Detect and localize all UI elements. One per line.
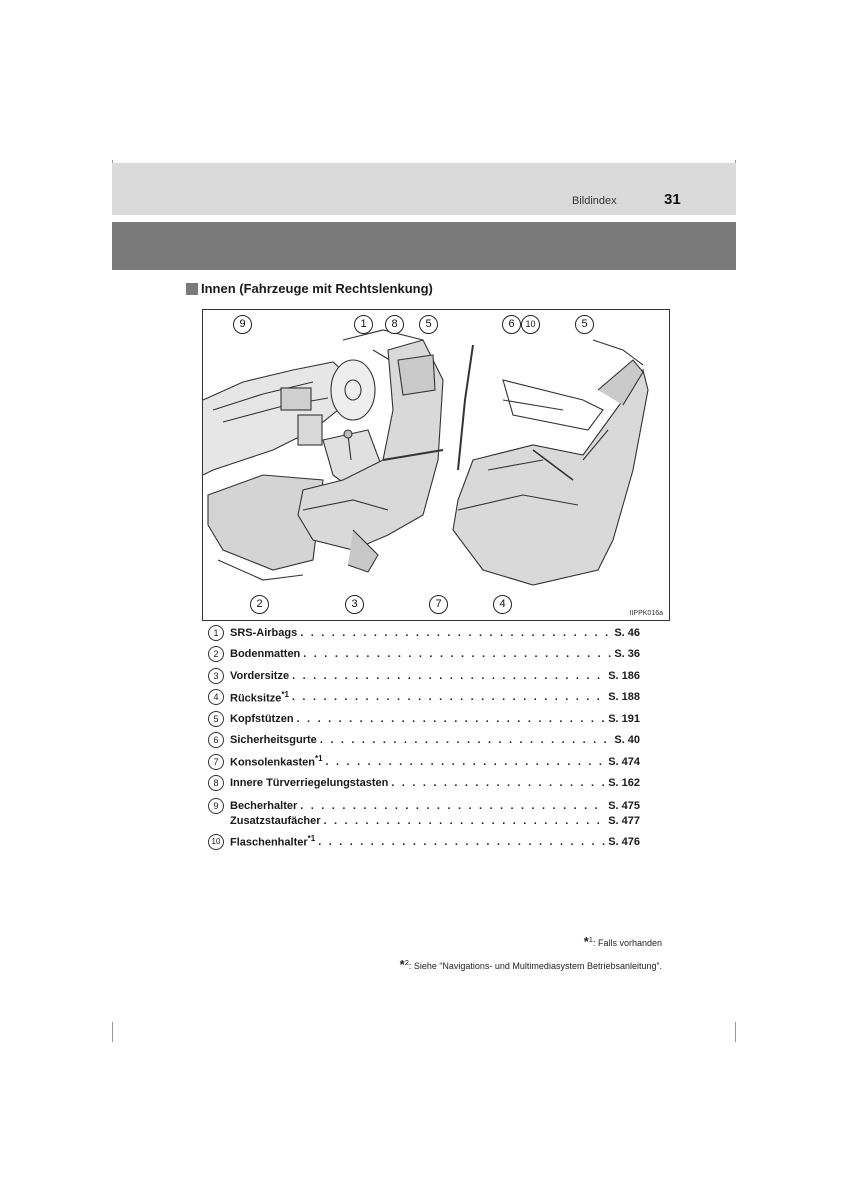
callout-6: 6 xyxy=(502,315,521,334)
leader-dots: . . . . . . . . . . . . . . . . . . . . … xyxy=(300,799,605,812)
car-interior-drawing xyxy=(203,329,649,586)
item-footnote-ref: *1 xyxy=(281,689,289,699)
figure-code: IIPPK016a xyxy=(629,610,663,617)
item-number: 10 xyxy=(208,833,224,850)
item-number: 8 xyxy=(208,775,224,792)
item-page[interactable]: S. 476 xyxy=(608,835,640,848)
item-number: 4 xyxy=(208,689,224,706)
footnote-2: *2: Siehe “Navigations- und Multimediasy… xyxy=(400,957,662,980)
callout-1: 1 xyxy=(354,315,373,334)
list-item: 4 Rücksitze*1 . . . . . . . . . . . . . … xyxy=(208,687,640,709)
footnote-1: *1: Falls vorhanden xyxy=(400,934,662,957)
leader-dots: . . . . . . . . . . . . . . . . . . . . … xyxy=(325,755,606,768)
leader-dots: . . . . . . . . . . . . . . . . . . . . … xyxy=(296,712,606,725)
item-page[interactable]: S. 474 xyxy=(608,755,640,768)
index-list: 1 SRS-Airbags . . . . . . . . . . . . . … xyxy=(208,622,640,853)
item-label: Zusatzstaufächer xyxy=(230,814,321,827)
item-label: Sicherheitsgurte xyxy=(230,734,317,747)
item-label: Vordersitze xyxy=(230,669,290,682)
callout-5: 5 xyxy=(419,315,438,334)
page-number: 31 xyxy=(664,191,681,208)
list-item: 2 Bodenmatten . . . . . . . . . . . . . … xyxy=(208,644,640,666)
item-label: Kopfstützen xyxy=(230,712,294,725)
section-heading-text: Innen (Fahrzeuge mit Rechtslenkung) xyxy=(201,281,433,296)
chapter-band xyxy=(112,222,736,270)
callout-4: 4 xyxy=(493,595,512,614)
item-page[interactable]: S. 477 xyxy=(608,814,640,827)
item-label: Becherhalter xyxy=(230,799,298,812)
section-heading: Innen (Fahrzeuge mit Rechtslenkung) xyxy=(186,281,433,296)
item-label: Flaschenhalter xyxy=(230,837,308,850)
item-page[interactable]: S. 40 xyxy=(614,734,640,747)
item-page[interactable]: S. 191 xyxy=(608,712,640,725)
callout-9: 9 xyxy=(233,315,252,334)
list-item: 7 Konsolenkasten*1 . . . . . . . . . . .… xyxy=(208,751,640,773)
header-band xyxy=(112,163,736,215)
leader-dots: . . . . . . . . . . . . . . . . . . . . … xyxy=(303,648,611,661)
item-page[interactable]: S. 188 xyxy=(608,691,640,704)
list-item: 3 Vordersitze . . . . . . . . . . . . . … xyxy=(208,665,640,687)
footnote-ref: 1 xyxy=(588,935,593,944)
item-page[interactable]: S. 186 xyxy=(608,669,640,682)
crop-mark xyxy=(735,1022,736,1042)
item-label: Rücksitze xyxy=(230,692,282,705)
leader-dots: . . . . . . . . . . . . . . . . . . . . … xyxy=(292,669,605,682)
item-label: Konsolenkasten xyxy=(230,757,315,770)
leader-dots: . . . . . . . . . . . . . . . . . . . . … xyxy=(319,734,612,747)
footnotes: *1: Falls vorhanden *2: Siehe “Navigatio… xyxy=(400,934,662,980)
leader-dots: . . . . . . . . . . . . . . . . . . . . … xyxy=(300,626,611,639)
item-label-wrap: Flaschenhalter*1 xyxy=(230,834,315,849)
item-number: 6 xyxy=(208,732,224,749)
header-section-title: Bildindex xyxy=(572,195,617,207)
interior-illustration: 9 1 8 5 6 10 5 2 3 7 4 IIPPK016a xyxy=(202,309,670,621)
leader-dots: . . . . . . . . . . . . . . . . . . . . … xyxy=(391,777,605,790)
item-number: 7 xyxy=(208,753,224,770)
item-label-wrap: Konsolenkasten*1 xyxy=(230,754,323,769)
item-number: 3 xyxy=(208,667,224,684)
item-page[interactable]: S. 46 xyxy=(614,626,640,639)
list-item: 5 Kopfstützen . . . . . . . . . . . . . … xyxy=(208,708,640,730)
item-label: SRS-Airbags xyxy=(230,626,298,639)
list-item: 6 Sicherheitsgurte . . . . . . . . . . .… xyxy=(208,730,640,752)
callout-5b: 5 xyxy=(575,315,594,334)
item-label: Innere Türverriegelungstasten xyxy=(230,777,389,790)
footnote-text: : Siehe “Navigations- und Multimediasyst… xyxy=(408,961,662,971)
item-label: Bodenmatten xyxy=(230,648,301,661)
heading-square-icon xyxy=(186,282,198,295)
item-number: 5 xyxy=(208,710,224,727)
crop-mark xyxy=(112,1022,113,1042)
list-item: 9 Becherhalter . . . . . . . . . . . . .… xyxy=(208,797,640,814)
list-item: 1 SRS-Airbags . . . . . . . . . . . . . … xyxy=(208,622,640,644)
list-item: Zusatzstaufächer . . . . . . . . . . . .… xyxy=(208,813,640,828)
item-footnote-ref: *1 xyxy=(307,834,316,844)
item-page[interactable]: S. 36 xyxy=(614,648,640,661)
leader-dots: . . . . . . . . . . . . . . . . . . . . … xyxy=(291,691,605,704)
item-number xyxy=(208,813,224,829)
list-item: 8 Innere Türverriegelungstasten . . . . … xyxy=(208,773,640,795)
callout-8: 8 xyxy=(385,315,404,334)
footnote-star: * xyxy=(399,957,405,972)
item-page[interactable]: S. 475 xyxy=(608,799,640,812)
item-page[interactable]: S. 162 xyxy=(608,777,640,790)
footnote-text: : Falls vorhanden xyxy=(592,938,662,948)
callout-2: 2 xyxy=(250,595,269,614)
callout-7: 7 xyxy=(429,595,448,614)
item-footnote-ref: *1 xyxy=(314,754,323,764)
list-item: 10 Flaschenhalter*1 . . . . . . . . . . … xyxy=(208,831,640,853)
item-label-wrap: Rücksitze*1 xyxy=(230,690,289,705)
footnote-ref: 2 xyxy=(404,958,409,967)
item-number: 2 xyxy=(208,646,224,663)
item-number: 1 xyxy=(208,624,224,641)
item-number: 9 xyxy=(208,797,224,814)
leader-dots: . . . . . . . . . . . . . . . . . . . . … xyxy=(323,814,605,827)
callout-10: 10 xyxy=(521,315,540,334)
callout-3: 3 xyxy=(345,595,364,614)
footnote-star: * xyxy=(583,934,589,949)
leader-dots: . . . . . . . . . . . . . . . . . . . . … xyxy=(318,835,605,848)
